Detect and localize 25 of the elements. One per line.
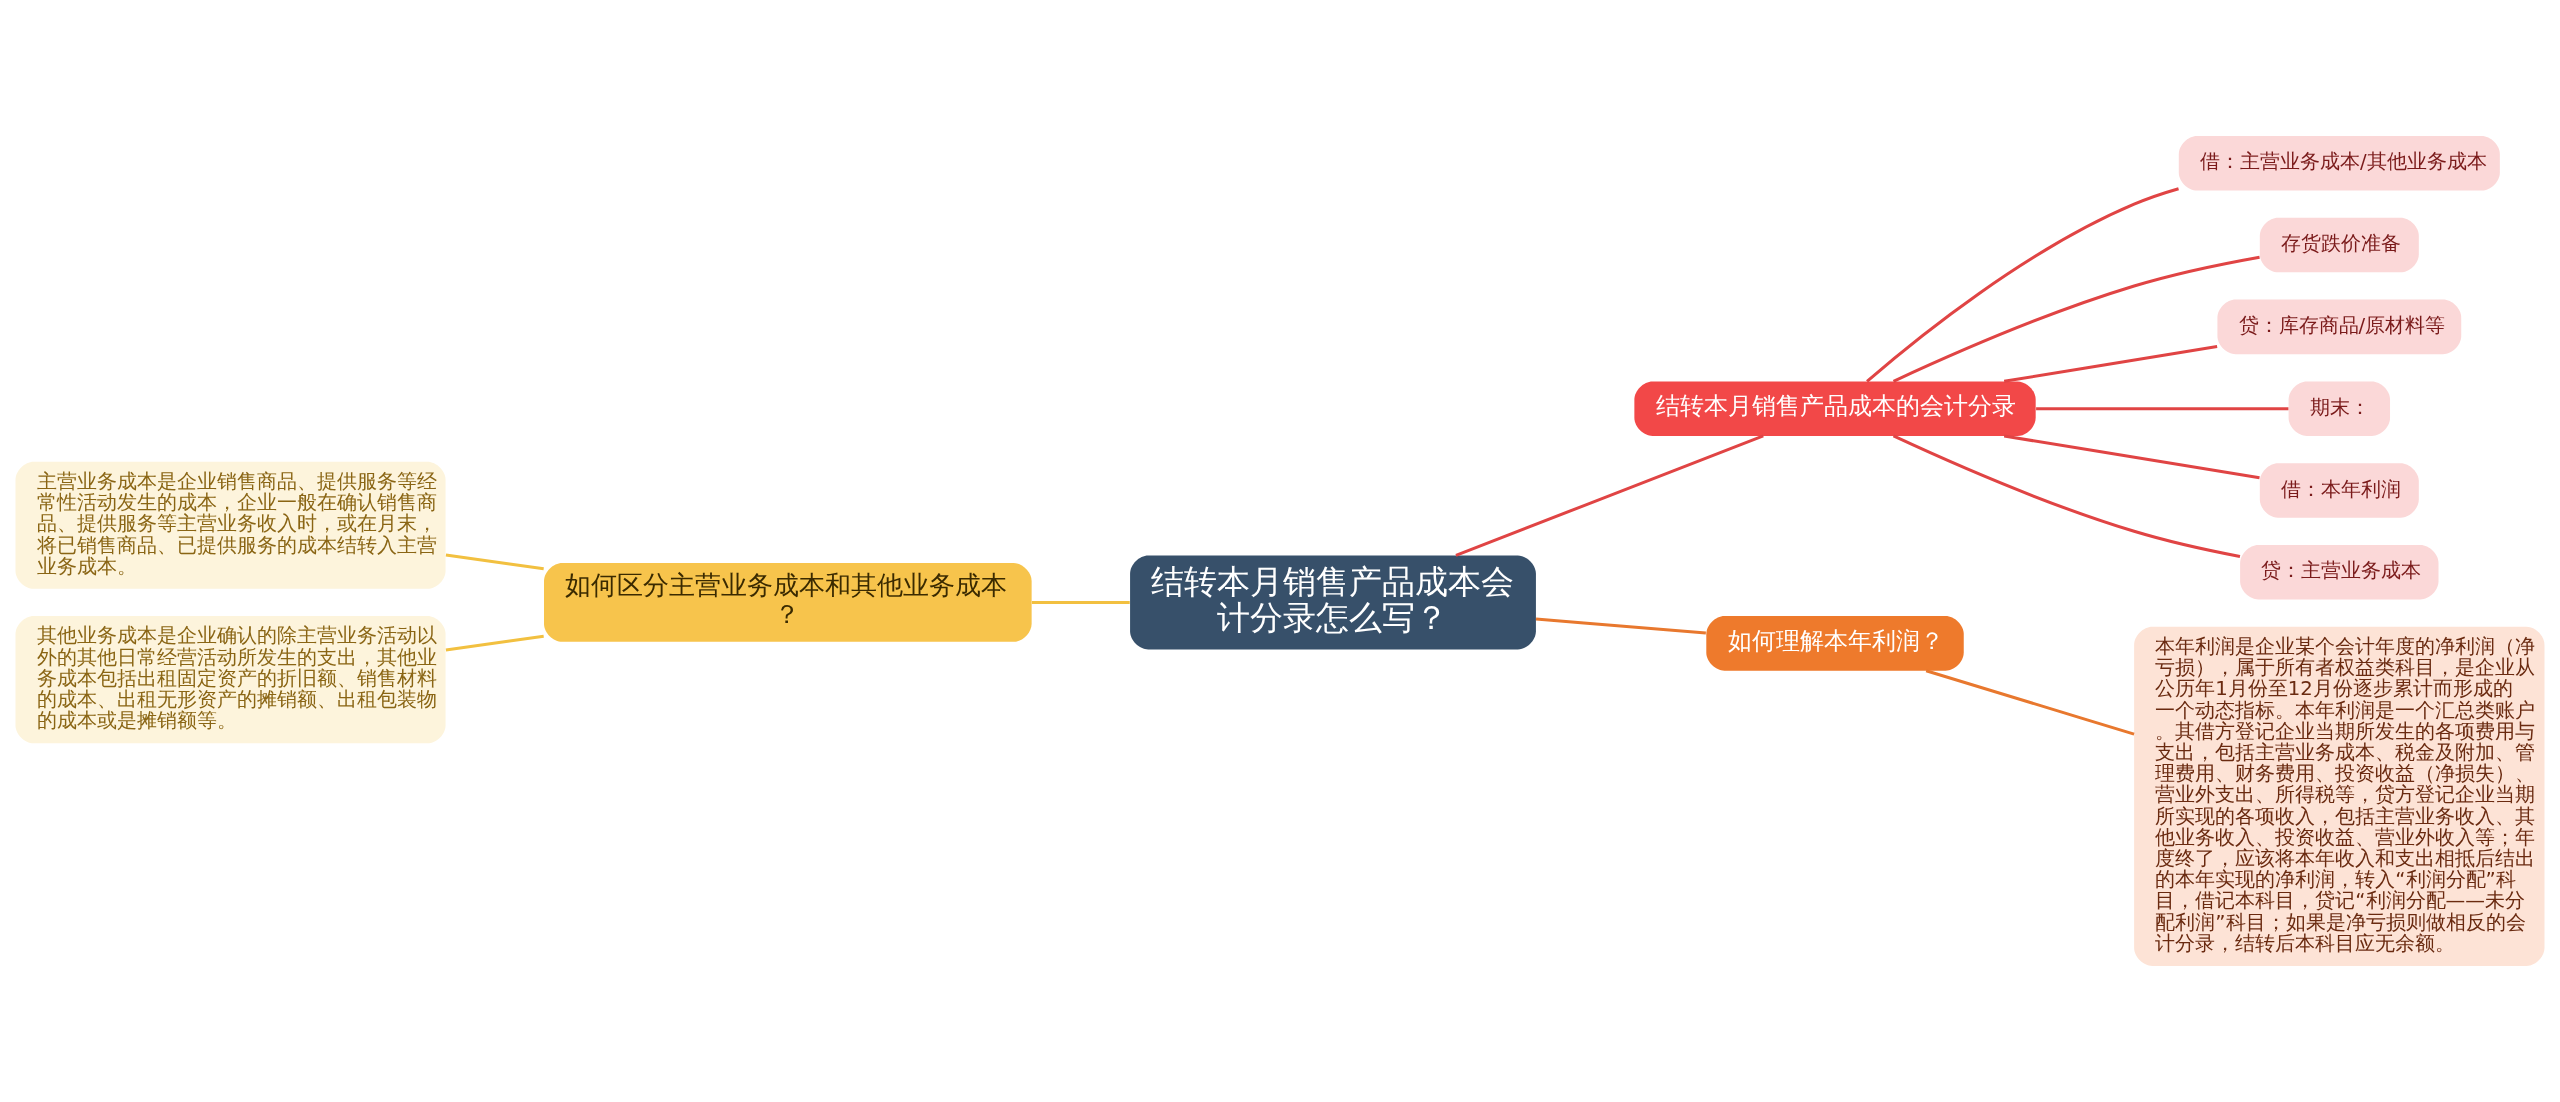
connector <box>1892 255 2260 383</box>
node-box: 借：本年利润 <box>2259 463 2419 518</box>
connector <box>445 634 544 652</box>
node-box: 贷：主营业务成本 <box>2240 544 2439 600</box>
connector <box>2036 407 2289 411</box>
node-box: 如何区分主营业务成本和其他业务成本？ <box>544 563 1032 642</box>
connector <box>1866 187 2179 383</box>
connector <box>2003 434 2260 480</box>
connector <box>1892 434 2241 558</box>
node-box: 其他业务成本是企业确认的除主营业务活动以外的其他日常经营活动所发生的支出，其他业务成本包括出租固定资产的折旧额、销售材料的成本、出租无形资产的摊销额、出租包装物的成本或是摊销额等。 <box>15 616 446 744</box>
node-box: 本年利润是企业某个会计年度的净利润（净亏损），属于所有者权益类科目，是企业从公历年1月份至12月份逐步累计而形成的一个动态指标。本年利润是一个汇总类账户。其借方登记企业当期所发生的各项费用与支出，包括主营业务成本、税金及附加、管理费用、财务费用、投资收益（净损失）、营业外支出、所得税等，贷方登记企业当期所实现的各项收入，包括主营业务收入、其他业务收入、投资收益、营业外收入等；年度终了，应该将本年收入和支出相抵后结出的本年实现的净利润，转入“利润分配”科目，借记本科目，贷记“利润分配——未分配利润”科目；如果是净亏损则做相反的会计分录，结转后本科目应无余额。 <box>2134 626 2545 966</box>
connector <box>1455 434 1764 557</box>
connector <box>2003 345 2218 383</box>
connector <box>445 553 544 571</box>
node-box: 如何理解本年利润？ <box>1706 616 1964 671</box>
node-box: 借：主营业务成本/其他业务成本 <box>2178 136 2500 191</box>
connector <box>1031 600 1130 604</box>
node-box: 存货跌价准备 <box>2259 217 2419 273</box>
node-box: 主营业务成本是企业销售商品、提供服务等经常性活动发生的成本，企业一般在确认销售商品、提供服务等主营业务收入时，或在月末，将已销售商品、已提供服务的成本结转入主营业务成本。 <box>15 461 446 589</box>
node-box: 期末： <box>2288 381 2391 436</box>
node-box: 结转本月销售产品成本的会计分录 <box>1634 381 2036 436</box>
connector <box>1925 669 2135 736</box>
node-box: 贷：库存商品/原材料等 <box>2217 299 2462 355</box>
connector <box>1535 617 1706 635</box>
node-box: 结转本月销售产品成本会计分录怎么写？ <box>1130 555 1536 650</box>
